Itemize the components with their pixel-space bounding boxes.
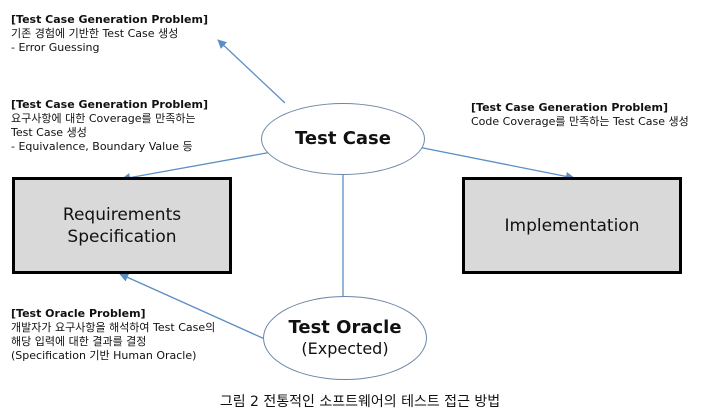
edge-testcase-to-requirements bbox=[121, 151, 273, 183]
implementation-box: Implementation bbox=[462, 177, 682, 274]
note-test-oracle-problem: [Test Oracle Problem] 개발자가 요구사항을 해석하여 Te… bbox=[11, 307, 215, 363]
note-title: [Test Case Generation Problem] bbox=[11, 98, 209, 111]
note-line: (Specification 기반 Human Oracle) bbox=[11, 349, 197, 362]
test-oracle-node: Test Oracle (Expected) bbox=[263, 296, 427, 380]
note-error-guessing: [Test Case Generation Problem] 기존 경험에 기반… bbox=[11, 13, 208, 55]
edge-testcase-to-experience bbox=[217, 39, 286, 104]
note-line: 요구사항에 대한 Coverage를 만족하는 bbox=[11, 112, 196, 125]
figure-caption: 그림 2 전통적인 소프트웨어의 테스트 접근 방법 bbox=[219, 394, 501, 410]
note-requirements-coverage: [Test Case Generation Problem] 요구사항에 대한 … bbox=[11, 98, 208, 154]
note-title: [Test Case Generation Problem] bbox=[11, 13, 209, 26]
test-oracle-label: Test Oracle bbox=[288, 317, 402, 338]
test-oracle-sublabel: (Expected) bbox=[301, 339, 389, 358]
note-line: - Error Guessing bbox=[11, 41, 100, 54]
note-line: Code Coverage를 만족하는 Test Case 생성 bbox=[471, 115, 689, 128]
edge-oracle-to-requirements bbox=[119, 273, 268, 341]
note-line: Test Case 생성 bbox=[11, 126, 87, 139]
note-line: 해당 입력에 대한 결과를 결정 bbox=[11, 335, 147, 348]
note-line: 개발자가 요구사항을 해석하여 Test Case의 bbox=[11, 321, 216, 334]
note-title: [Test Case Generation Problem] bbox=[471, 101, 669, 114]
note-line: - Equivalence, Boundary Value 등 bbox=[11, 140, 193, 153]
test-case-node: Test Case bbox=[261, 103, 425, 175]
note-title: [Test Oracle Problem] bbox=[11, 307, 146, 320]
test-case-label: Test Case bbox=[295, 128, 391, 149]
edge-testcase-to-implementation bbox=[412, 145, 575, 181]
requirements-specification-box: Requirements Specification bbox=[12, 177, 232, 274]
note-code-coverage: [Test Case Generation Problem] Code Cove… bbox=[471, 101, 689, 129]
note-line: 기존 경험에 기반한 Test Case 생성 bbox=[11, 27, 179, 40]
implementation-label: Implementation bbox=[504, 215, 640, 236]
requirements-label-line2: Specification bbox=[67, 226, 177, 247]
requirements-label-line1: Requirements bbox=[62, 204, 182, 225]
